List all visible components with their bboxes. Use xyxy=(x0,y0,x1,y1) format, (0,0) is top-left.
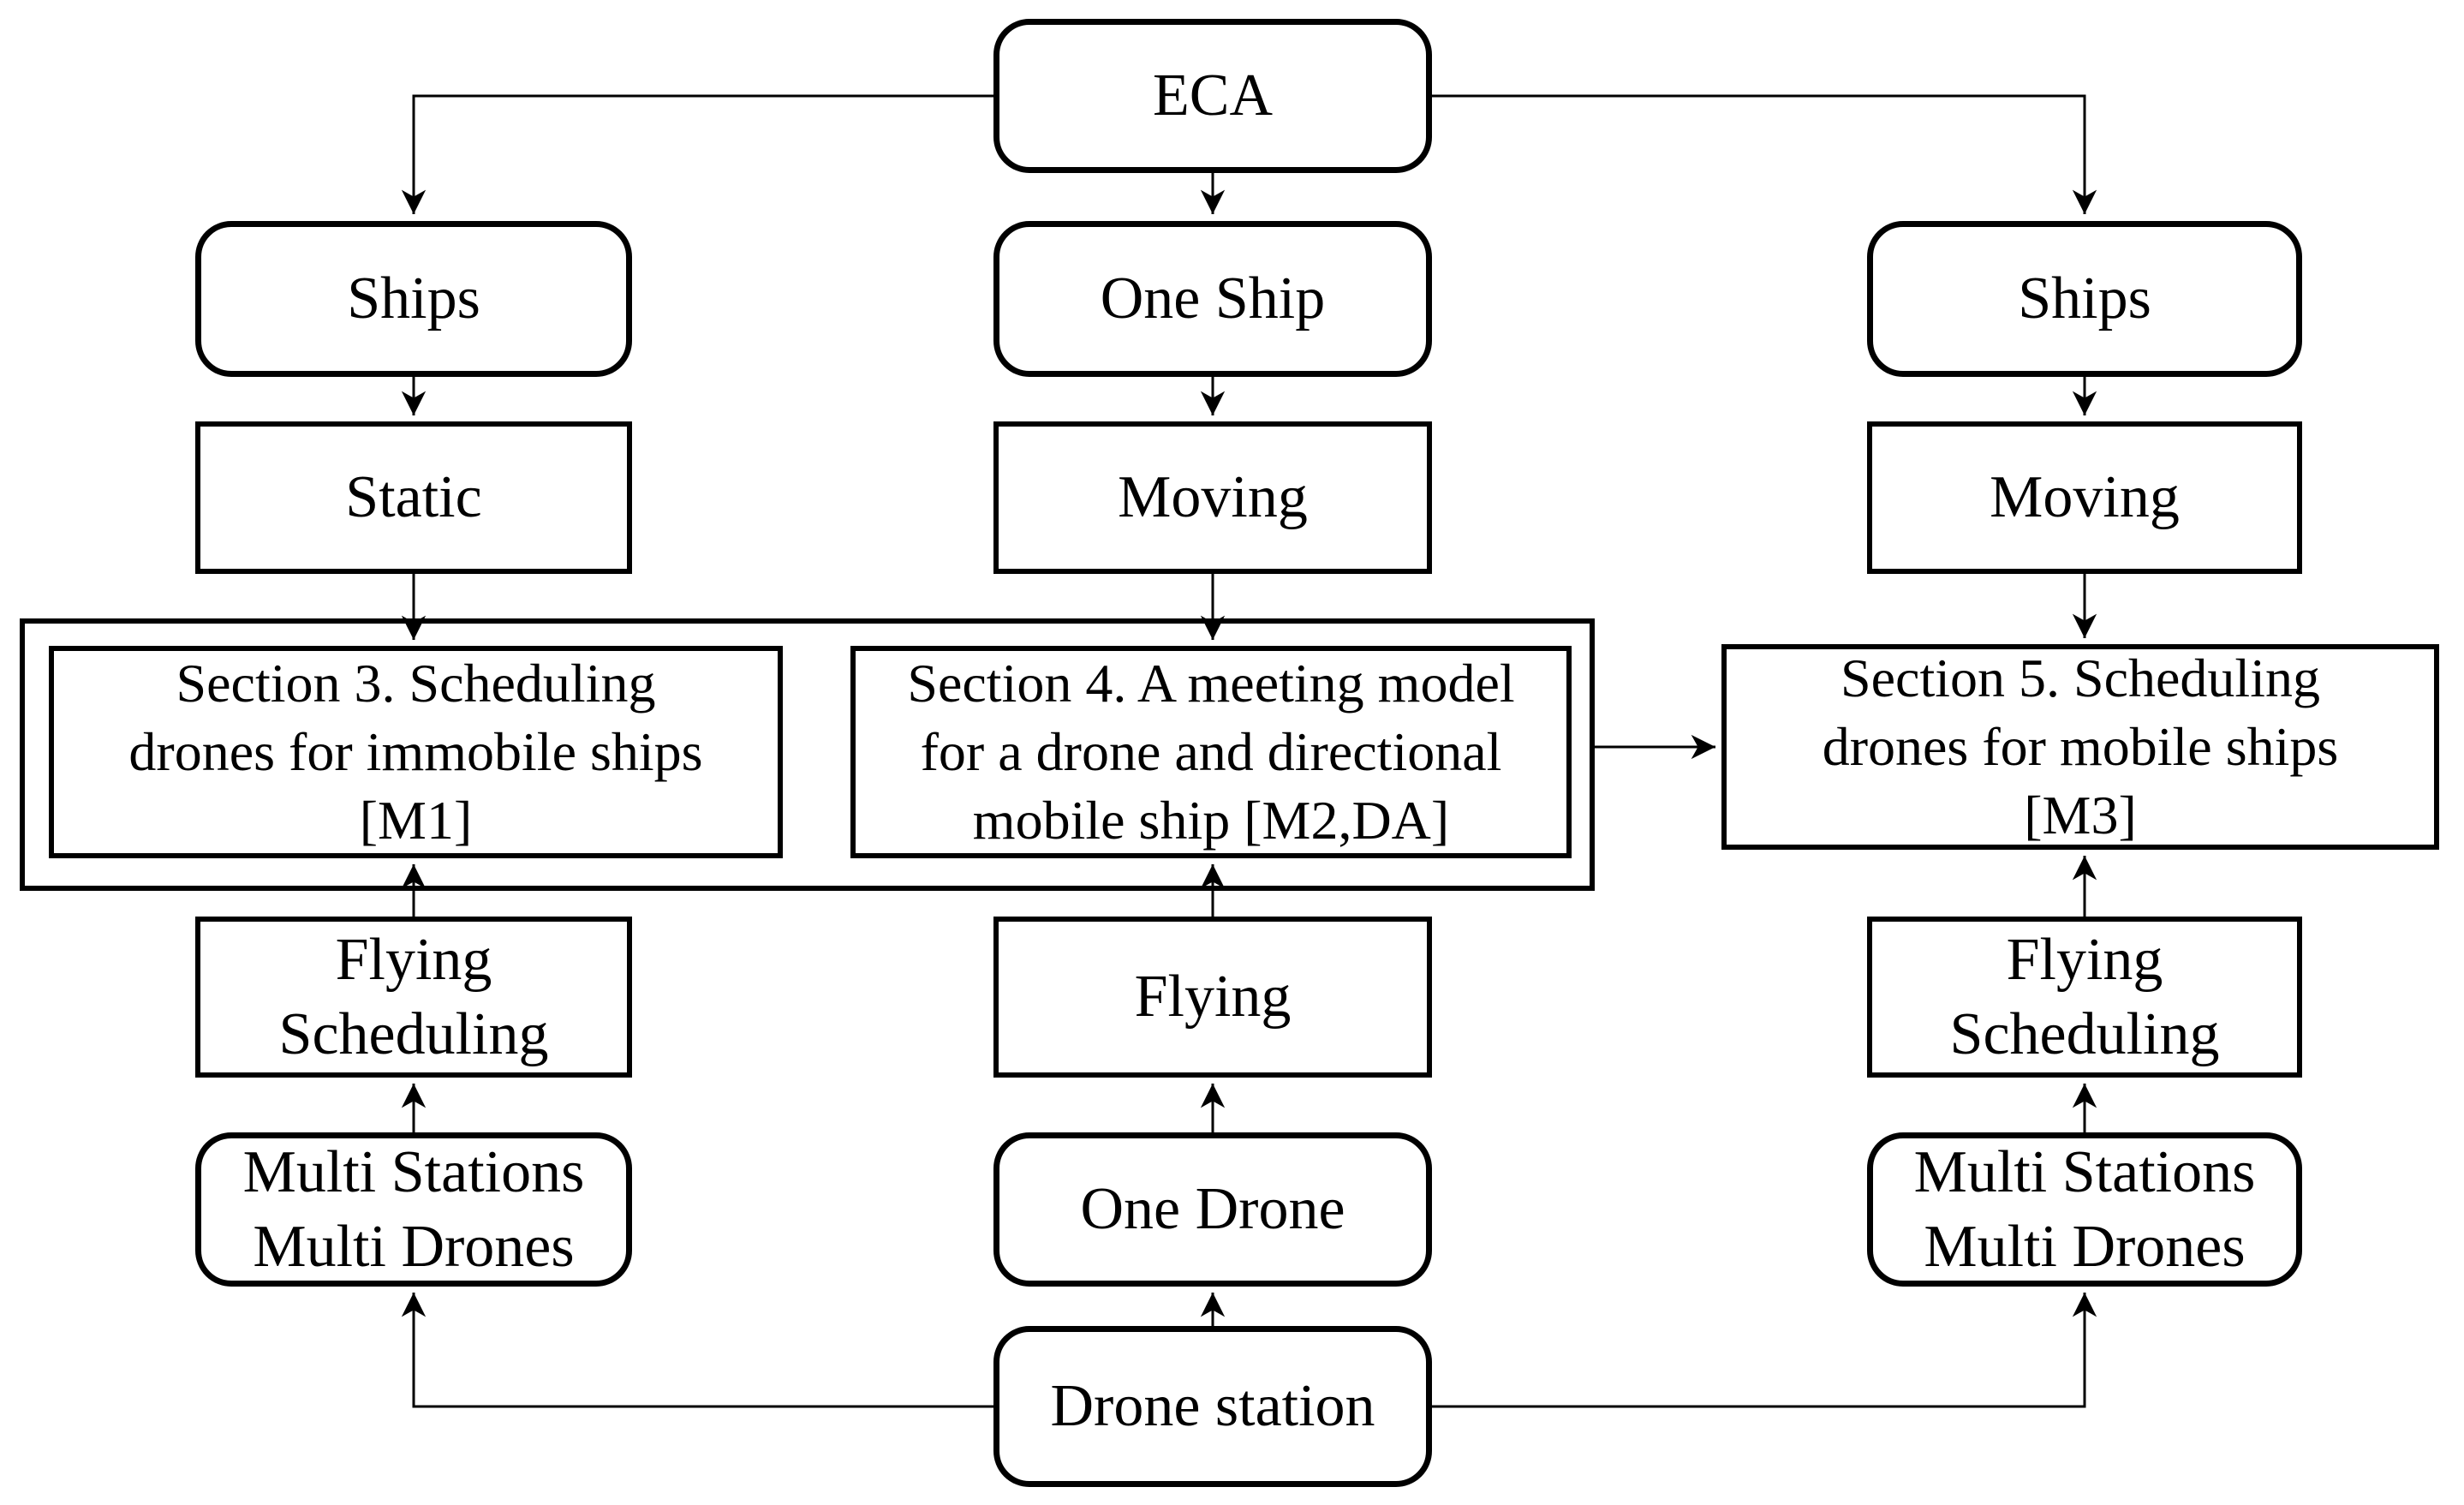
node-label: Ships xyxy=(2018,266,2151,332)
node-moving-mid: Moving xyxy=(993,421,1432,574)
node-section-3: Section 3. Scheduling drones for immobil… xyxy=(49,646,783,858)
node-label-line: drones for immobile ships xyxy=(128,721,703,782)
node-label: Moving xyxy=(1990,464,2180,531)
node-label-line: Section 4. A meeting model xyxy=(907,653,1515,714)
node-label: ECA xyxy=(1153,63,1273,129)
node-eca: ECA xyxy=(993,19,1432,173)
node-label-line: Scheduling xyxy=(278,1001,549,1067)
node-label-line: Scheduling xyxy=(1949,1001,2220,1067)
node-static: Static xyxy=(195,421,632,574)
node-flying-mid: Flying xyxy=(993,917,1432,1078)
node-label: One Drone xyxy=(1080,1176,1345,1243)
node-label-line: drones for mobile ships xyxy=(1822,716,2339,777)
node-label-line: Flying xyxy=(335,926,492,993)
connector-drone-station-to-multi-right xyxy=(1432,1293,2097,1408)
node-one-ship: One Ship xyxy=(993,221,1432,377)
node-section-4: Section 4. A meeting model for a drone a… xyxy=(850,646,1572,858)
connector-drone-station-to-multi-left xyxy=(401,1293,993,1408)
node-label: Ships xyxy=(347,266,480,332)
node-label-line: [M1] xyxy=(359,790,473,851)
node-flying-scheduling-right: Flying Scheduling xyxy=(1867,917,2302,1078)
node-section-5: Section 5. Scheduling drones for mobile … xyxy=(1721,644,2439,850)
node-multi-stations-left: Multi Stations Multi Drones xyxy=(195,1132,632,1287)
node-ships-right: Ships xyxy=(1867,221,2302,377)
node-moving-right: Moving xyxy=(1867,421,2302,574)
node-label-line: [M3] xyxy=(2024,785,2137,845)
node-label-line: Multi Drones xyxy=(253,1214,575,1280)
node-label-line: mobile ship [M2,DA] xyxy=(972,790,1450,851)
node-drone-station: Drone station xyxy=(993,1326,1432,1487)
node-label-line: Section 3. Scheduling xyxy=(176,653,656,714)
node-multi-stations-right: Multi Stations Multi Drones xyxy=(1867,1132,2302,1287)
node-label: Drone station xyxy=(1050,1373,1375,1440)
node-one-drone: One Drone xyxy=(993,1132,1432,1287)
node-flying-scheduling-left: Flying Scheduling xyxy=(195,917,632,1078)
node-label-line: Multi Drones xyxy=(1924,1214,2246,1280)
node-label-line: Section 5. Scheduling xyxy=(1841,648,2320,708)
node-ships-left: Ships xyxy=(195,221,632,377)
node-label: One Ship xyxy=(1100,266,1326,332)
node-label-line: Multi Stations xyxy=(242,1138,585,1205)
node-label-line: Multi Stations xyxy=(1913,1138,2256,1205)
node-label: Static xyxy=(345,464,482,531)
node-label-line: Flying xyxy=(2006,926,2163,993)
connector-eca-to-ships-left xyxy=(401,94,993,214)
node-label: Flying xyxy=(1134,964,1292,1030)
connector-eca-to-ships-right xyxy=(1432,94,2097,214)
node-label: Moving xyxy=(1118,464,1308,531)
node-label-line: for a drone and directional xyxy=(920,721,1502,782)
